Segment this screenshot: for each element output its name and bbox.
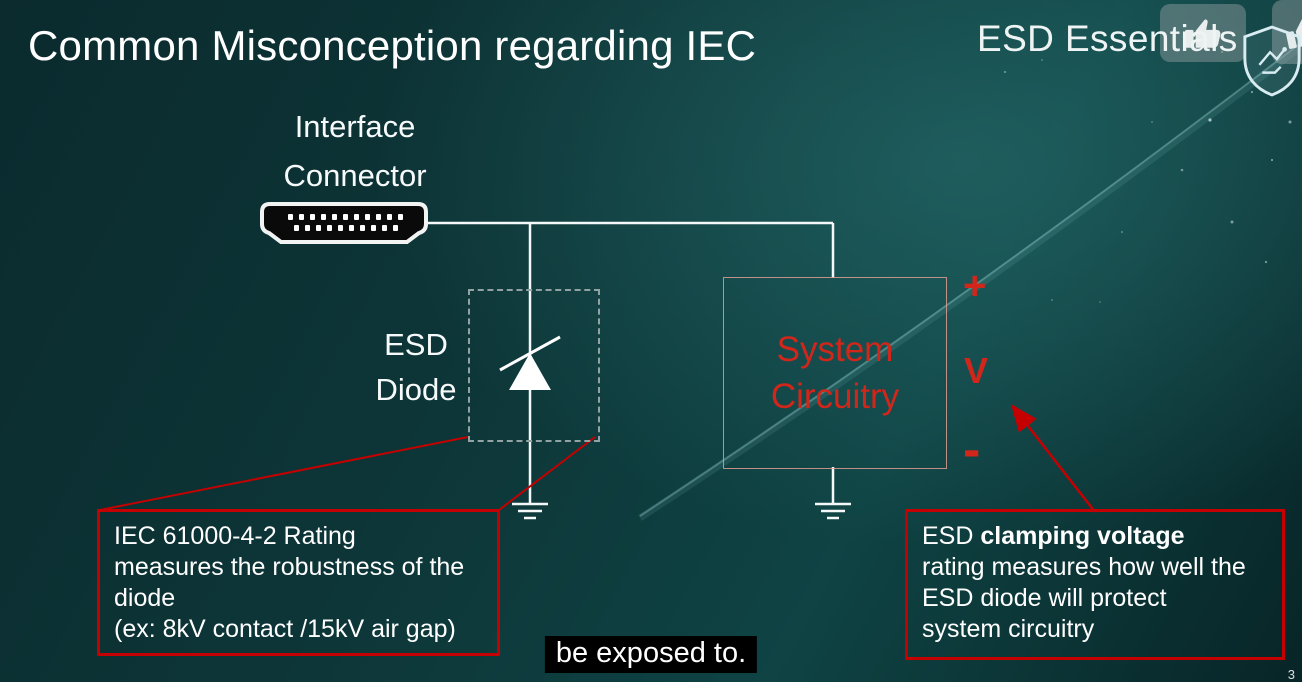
- hdmi-connector-icon: [260, 202, 428, 244]
- clamping-line4: system circuitry: [922, 615, 1095, 643]
- slide-title: Common Misconception regarding IEC: [28, 22, 757, 69]
- clamping-line1: ESD clamping voltage: [922, 521, 1268, 552]
- interface-connector-label-line2: Connector: [283, 158, 427, 193]
- iec-rating-line3: diode: [114, 584, 176, 612]
- ground-symbol-system: [815, 502, 851, 520]
- esd-diode-label-line1: ESD: [384, 327, 448, 362]
- voltage-minus-label: -: [963, 421, 981, 479]
- voltage-plus-label: +: [963, 264, 987, 308]
- clamping-arrow: [1010, 404, 1096, 513]
- esd-diode-dashed-box: [468, 289, 600, 442]
- caption-bar: be exposed to.: [544, 636, 758, 673]
- voltage-v-label: V: [964, 350, 989, 391]
- iec-rating-callout: IEC 61000-4-2 Rating measures the robust…: [97, 509, 500, 656]
- iec-rating-line1: IEC 61000-4-2 Rating: [114, 522, 356, 550]
- esd-shield-logo: [1240, 24, 1302, 98]
- clamping-line1-bold: clamping voltage: [980, 522, 1185, 550]
- interface-connector-label: Interface Connector: [260, 102, 450, 200]
- shield-icon: [1243, 25, 1301, 97]
- system-circuitry-label-line2: Circuitry: [770, 377, 900, 416]
- callout-connector-lines: [99, 436, 596, 511]
- ground-symbol-diode: [512, 502, 548, 520]
- clamping-voltage-callout: ESD clamping voltage rating measures how…: [905, 509, 1285, 660]
- esd-diode-label-line2: Diode: [375, 372, 457, 407]
- iec-rating-line2: measures the robustness of the: [114, 553, 465, 581]
- clamping-line2: rating measures how well the: [922, 553, 1246, 581]
- brand-esd-essentials: ESD Essentials: [977, 18, 1238, 59]
- clamping-line3: ESD diode will protect: [922, 584, 1167, 612]
- iec-rating-line4: (ex: 8kV contact /15kV air gap): [114, 615, 456, 643]
- page-number: 3: [1287, 667, 1295, 682]
- interface-connector-label-line1: Interface: [294, 109, 416, 144]
- thumbs-up-icon: [1185, 19, 1221, 48]
- clamping-line1-regular: ESD: [922, 522, 981, 550]
- like-button[interactable]: [1160, 4, 1246, 62]
- system-circuitry-box: System Circuitry: [723, 277, 947, 469]
- system-circuitry-label-line1: System: [776, 330, 894, 369]
- esd-diode-label: ESD Diode: [352, 322, 480, 412]
